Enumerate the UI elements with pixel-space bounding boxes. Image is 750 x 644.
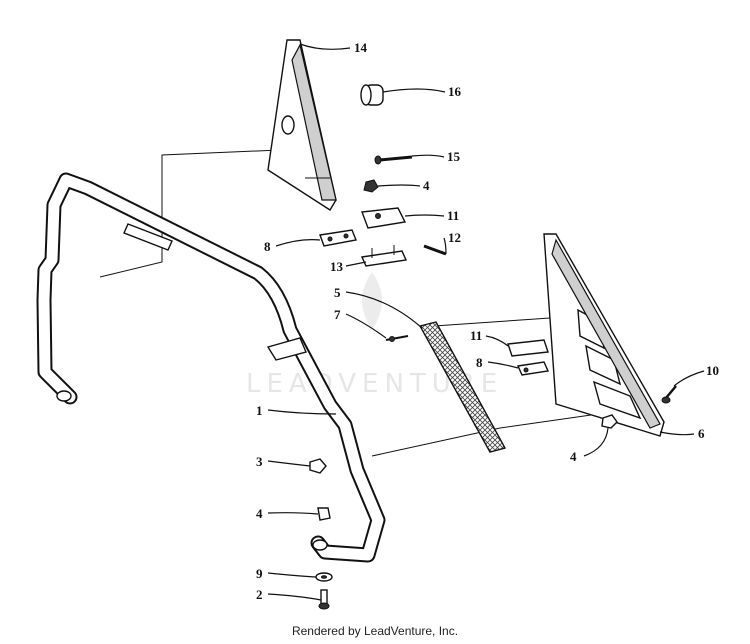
part-7-pin [385,335,409,342]
callout-3: 3 [256,454,263,469]
part-6-vented-side-panel [543,233,665,437]
callout-15: 15 [447,149,461,164]
part-1-roll-bar-tube [36,172,386,563]
part-15-bolt [374,155,413,165]
callout-12: 12 [448,230,461,245]
callout-9: 9 [256,566,263,581]
callout-4-lower: 4 [256,506,263,521]
callout-14: 14 [354,40,368,55]
assembly-guide-lines [99,149,613,457]
callout-leaders [267,43,705,601]
part-2-bolt [318,589,330,610]
callout-4-upper: 4 [423,178,430,193]
part-11-mount-plate-upper [361,207,407,229]
part-14-upper-bracket [267,39,337,211]
part-3-nut [309,458,327,474]
callout-labels: 14 16 15 4 11 12 8 13 5 7 11 8 10 6 4 1 … [256,40,719,602]
callout-5: 5 [334,285,341,300]
callout-16: 16 [448,84,462,99]
callout-13: 13 [330,259,344,274]
part-4-nut-upper [363,179,379,193]
callout-7: 7 [334,307,341,322]
part-4-nut-lower [317,507,331,521]
part-10-screw [661,385,677,404]
callout-8-lower: 8 [476,355,483,370]
part-8-clip-lower [516,361,550,376]
callout-8-upper: 8 [264,239,271,254]
footer-credit: Rendered by LeadVenture, Inc. [291,624,459,638]
callout-11-upper: 11 [447,208,459,223]
callout-11-lower: 11 [470,328,482,343]
part-4-nut-right [601,414,618,429]
part-9-washer [315,572,333,582]
part-8-clip-upper [319,229,357,247]
callout-4-right: 4 [570,449,577,464]
part-12-bolt [423,244,447,256]
callout-2: 2 [256,587,263,602]
part-13-backing-plate [360,245,408,267]
callout-6: 6 [698,426,705,441]
part-11-mount-plate-lower [507,339,549,357]
part-16-bushing [360,84,384,106]
callout-10: 10 [706,363,719,378]
part-5-mesh-screen [418,321,507,453]
callout-1: 1 [256,403,263,418]
